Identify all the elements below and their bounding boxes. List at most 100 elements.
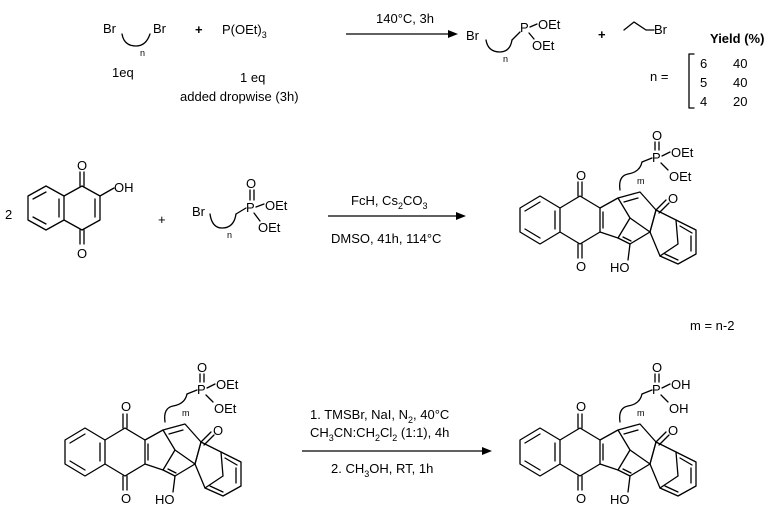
r2p-o2: O	[576, 259, 586, 274]
step2-sub: 3	[364, 469, 369, 479]
product-oet-1: OEt	[538, 17, 561, 32]
conditions-2-top-a: FcH, Cs	[351, 193, 398, 208]
svg-text:1. TMSBr, NaI, N2, 40°C: 1. TMSBr, NaI, N2, 40°C	[310, 407, 449, 425]
solvent-part-7: (1:1), 4h	[397, 425, 449, 440]
solvent-part-6: 2	[392, 433, 397, 443]
phosphonate-ester-reactant: O O O HO m P O OEt OEt	[64, 360, 242, 507]
plus-sign-1: +	[195, 22, 203, 37]
r2-o: O	[246, 176, 256, 191]
n-equals-label: n =	[650, 69, 668, 84]
product-p: P	[520, 20, 529, 35]
product-chain-bracket	[485, 39, 513, 53]
r2p-o: O	[652, 128, 662, 143]
solvent-part-4: 2	[375, 433, 380, 443]
phosphite-subscript: 3	[262, 30, 267, 40]
r3p-o2: O	[576, 491, 586, 506]
label-1eq: 1eq	[112, 65, 134, 80]
conditions-2-sub-b: 3	[422, 201, 427, 211]
svg-text:CH3CN:CH2Cl2 (1:1), 4h: CH3CN:CH2Cl2 (1:1), 4h	[310, 425, 449, 443]
r3p-o3: O	[668, 423, 678, 438]
product-br: Br	[466, 28, 480, 43]
product-subscript-n: n	[503, 54, 508, 64]
r3a-oet-2: OEt	[214, 401, 237, 416]
nq-oh: OH	[114, 180, 134, 195]
ethyl-bromide-br: Br	[654, 22, 668, 37]
conditions-1: 140°C, 3h	[376, 11, 434, 26]
step1-line1-end: , 40°C	[413, 407, 449, 422]
reaction1: Br Br n 1eq + P(OEt)3 1 eq added dropwis…	[103, 11, 764, 109]
reaction2: 2 O O OH + Br n P O	[5, 128, 734, 333]
r3a-o: O	[197, 360, 207, 375]
row-yield-6: 40	[733, 56, 747, 71]
r3p-o1: O	[576, 399, 586, 414]
reaction-arrow-2: FcH, Cs2CO3 DMSO, 41h, 114°C	[328, 193, 466, 246]
br-right: Br	[153, 21, 167, 36]
r2p-oet-1: OEt	[671, 145, 694, 160]
plus-sign-3: +	[158, 212, 166, 227]
ethyl-bromide: Br	[623, 21, 668, 37]
r3a-subscript-m: m	[182, 408, 190, 418]
row-n-6: 6	[700, 56, 707, 71]
svg-text:P(OEt)3: P(OEt)3	[222, 22, 267, 40]
phosphonate-product: Br n P OEt OEt	[466, 17, 561, 64]
r3a-o2: O	[121, 491, 131, 506]
r3p-oh-2: OH	[669, 401, 689, 416]
r3p-o: O	[652, 360, 662, 375]
r2p-p: P	[652, 150, 661, 165]
reaction-arrow-3: 1. TMSBr, NaI, N2, 40°C CH3CN:CH2Cl2 (1:…	[302, 407, 492, 479]
subscript-n: n	[140, 48, 145, 58]
label-dropwise: added dropwise (3h)	[180, 89, 299, 104]
phosphonic-acid-product: O O O HO m P O OH OH	[519, 360, 697, 507]
r3a-o3: O	[213, 423, 223, 438]
phosphite-formula: P(OEt)	[222, 22, 262, 37]
plus-sign-2: +	[598, 27, 606, 42]
r3p-p: P	[652, 382, 661, 397]
row-n-4: 4	[700, 94, 707, 109]
solvent-part-5: Cl	[380, 425, 392, 440]
r2-subscript-n: n	[227, 230, 232, 240]
alkyl-chain-bracket	[121, 33, 151, 47]
step2-a: 2. CH	[331, 461, 364, 476]
r3a-oet-1: OEt	[216, 377, 239, 392]
reaction3: O O O HO m P O OEt OEt 1. TMSBr, NaI, N2…	[64, 360, 697, 507]
r2p-chain-bracket	[619, 161, 643, 191]
row-n-5: 5	[700, 75, 707, 90]
hydroxynaphthoquinone: O O OH	[27, 158, 134, 261]
r3p-subscript-m: m	[637, 408, 645, 418]
solvent-part-1: CH	[310, 425, 329, 440]
br-left: Br	[103, 21, 117, 36]
m-equals-note: m = n-2	[690, 318, 734, 333]
fused-phosphonate-product: O O O HO m P O OEt OEt	[519, 128, 697, 275]
row-yield-5: 40	[733, 75, 747, 90]
label-1-eq: 1 eq	[240, 70, 265, 85]
r3a-ho: HO	[155, 492, 175, 507]
bromoalkyl-phosphonate: Br n P O OEt OEt	[192, 176, 288, 240]
nq-o-top: O	[77, 158, 87, 173]
r3p-ho: HO	[610, 492, 630, 507]
conditions-2-top-b: CO	[403, 193, 423, 208]
r3a-o1: O	[121, 399, 131, 414]
step2-end: OH, RT, 1h	[369, 461, 433, 476]
solvent-part-3: CN:CH	[334, 425, 375, 440]
r2p-o1: O	[576, 168, 586, 183]
coefficient-2: 2	[5, 207, 12, 222]
nq-o-bottom: O	[77, 246, 87, 261]
r3p-oh-1: OH	[671, 377, 691, 392]
svg-text:FcH, Cs2CO3: FcH, Cs2CO3	[351, 193, 427, 211]
step1-line1-sub: 2	[408, 415, 413, 425]
r3p-chain-bracket	[619, 393, 643, 423]
product-oet-2: OEt	[532, 38, 555, 53]
r2p-o3: O	[668, 191, 678, 206]
table-bracket	[688, 53, 695, 109]
row-yield-4: 20	[733, 94, 747, 109]
conditions-2-bottom: DMSO, 41h, 114°C	[331, 231, 441, 246]
r2p-ho: HO	[610, 260, 630, 275]
r2-br: Br	[192, 204, 206, 219]
yield-table: Yield (%) n = 6 40 5 40 4 20	[650, 31, 764, 109]
r3a-chain-bracket	[164, 393, 188, 423]
r2-oet-2: OEt	[258, 220, 281, 235]
r2p-subscript-m: m	[637, 176, 645, 186]
yield-header: Yield (%)	[710, 31, 764, 46]
conditions-2-sub-a: 2	[398, 201, 403, 211]
